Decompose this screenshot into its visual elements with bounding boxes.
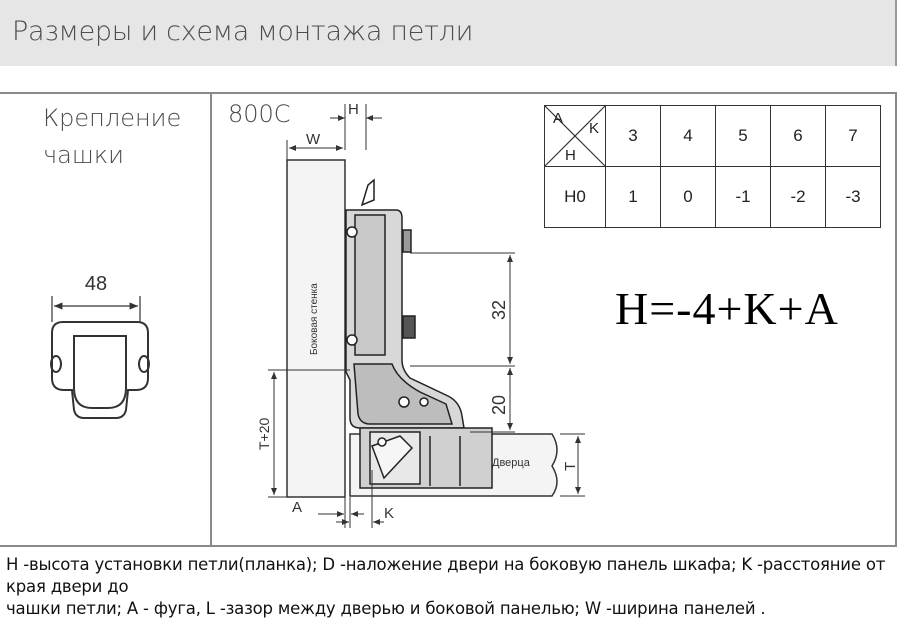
legend-line2: чашки петли; A - фуга, L -зазор между дв… [6,599,766,618]
cup-mount-plate [50,321,150,419]
h-value-cell: 1 [605,166,661,228]
hinge-body [345,178,493,489]
adjustment-table: A K H 3 4 5 6 7 H0 1 0 -1 -2 -3 [544,105,881,228]
T20-label: T+20 [256,417,272,450]
k-value-cell: 5 [715,105,771,167]
A-label: A [292,499,302,516]
dim-32-label: 32 [489,300,509,320]
table-row: H0 1 0 -1 -2 -3 [544,166,881,228]
h-value-cell: -1 [715,166,771,228]
k-value-cell: 4 [660,105,716,167]
H-label: H [348,101,359,118]
panel-divider [210,92,212,547]
h-value-cell: 0 [660,166,716,228]
row-label-cell: H0 [544,166,606,228]
dimension-lines [268,104,585,528]
k-value-cell: 7 [825,105,881,167]
K-label: K [384,505,394,522]
cup-mount-title-line1: Крепление [43,104,182,132]
corner-K: K [588,120,599,137]
h-value-cell: -2 [770,166,826,228]
hinge-drawing: 48 Боковая стенка Дверца [50,101,606,528]
table-row: A K H 3 4 5 6 7 [544,105,881,167]
legend-text: H -высота установки петли(планка); D -на… [6,554,896,620]
model-label: 800C [228,100,291,128]
k-value-cell: 6 [770,105,826,167]
T-label: T [562,462,579,471]
page-title: Размеры и схема монтажа петли [12,16,474,47]
cup-mount-title-line2: чашки [43,141,124,169]
corner-A: A [553,110,564,127]
table-corner-cell: A K H [544,105,606,167]
k-value-cell: 3 [605,105,661,167]
cup-width-label: 48 [85,273,107,295]
content-frame [0,92,897,547]
door-label: Дверца [492,457,531,469]
formula: H=-4+K+A [615,283,839,334]
dim-20-label: 20 [489,395,509,415]
W-label: W [306,131,321,148]
cup-mount-title: Крепление чашки [43,100,181,174]
h-value-cell: -3 [825,166,881,228]
side-wall-label: Боковая стенка [309,283,320,355]
corner-H: H [565,147,576,164]
side-wall [286,159,346,498]
legend-line1: H -высота установки петли(планка); D -на… [6,555,886,596]
cup-width-dimension [51,296,141,322]
header-bar: Размеры и схема монтажа петли [0,0,897,66]
